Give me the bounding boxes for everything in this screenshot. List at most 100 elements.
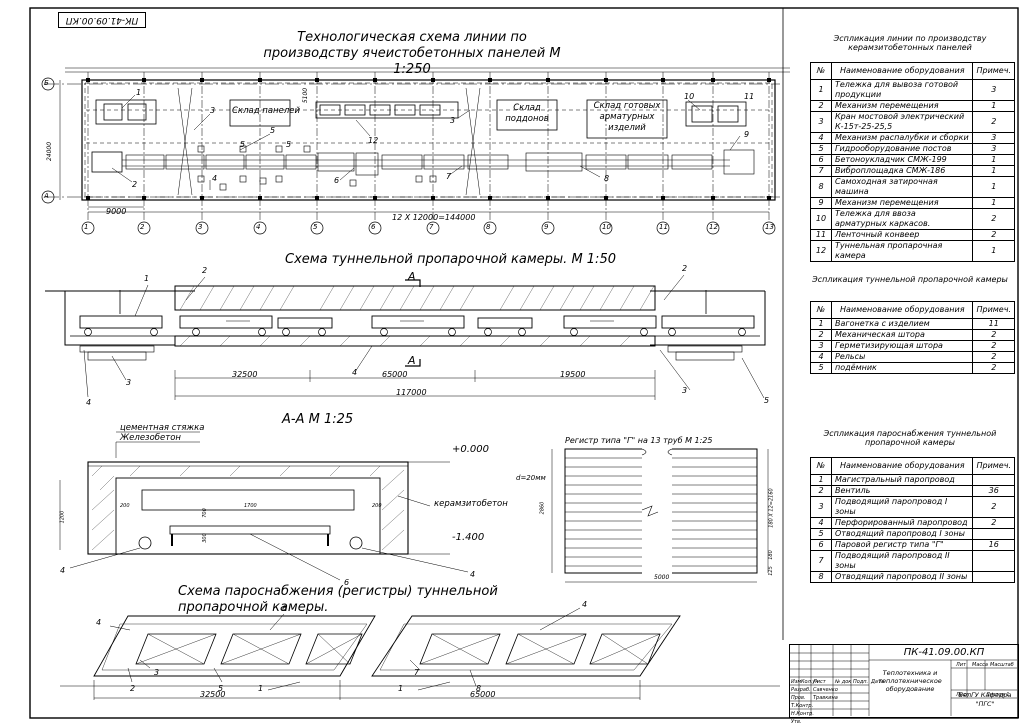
tunnel-marker-3: 2 (682, 264, 688, 273)
table-cell: 5 (810, 143, 832, 155)
table-cell: Отводящий паропровод I зоны (830, 528, 974, 540)
table-cell (972, 571, 1015, 583)
axis-col-9: 9 (544, 223, 549, 231)
table-cell: Механизм перемещения (830, 197, 974, 209)
reg-marker-3: 3 (154, 668, 160, 677)
column-header: Примеч. (972, 62, 1015, 80)
register-dim-b: 125 (767, 566, 774, 576)
table-cell: 2 (972, 517, 1015, 529)
plan-marker-14: 12 (368, 136, 379, 145)
column-header: Наименование оборудования (830, 62, 974, 80)
axis-col-11: 11 (659, 223, 668, 231)
section-marker-2: 4 (470, 570, 476, 579)
sec-dim-4: 700 (201, 508, 208, 518)
table-cell: 16 (972, 539, 1015, 551)
plan-dim-total: 12 X 12000=144000 (392, 213, 476, 222)
table-cell: Герметизирующая штора (830, 340, 974, 352)
tunnel-marker-8: 5 (764, 396, 770, 405)
stamp-role: Н.Контр. (791, 711, 814, 717)
table-cell: Кран мостовой электрический К-15т-25-25,… (830, 111, 974, 133)
spec1-title: Эспликация линии по производству керамзи… (833, 34, 987, 52)
zone-pallets: Склад поддонов (505, 103, 549, 124)
stamp-col: Лист (813, 679, 826, 685)
table-cell: 1 (972, 240, 1015, 262)
stamp-col: Изм (791, 679, 802, 685)
table-cell: 3 (810, 340, 832, 352)
table-cell: Тележка для вывоза готовой продукции (830, 79, 974, 101)
axis-col-8: 8 (486, 223, 491, 231)
table-cell: 36 (972, 485, 1015, 497)
register-d: d=20мм (516, 474, 546, 482)
table-cell: Отводящий паропровод II зоны (830, 571, 974, 583)
tunnel-marker-4: 3 (126, 378, 132, 387)
reg-dim-1: 32500 (200, 690, 226, 699)
zone-panels: Склад панелей (232, 106, 301, 116)
reg-marker-9: 1 (398, 684, 404, 693)
table-cell: 6 (810, 154, 832, 166)
stamp-role: Пров. (791, 695, 806, 701)
reg-marker-10: 8 (476, 684, 482, 693)
table-cell: 5 (810, 362, 832, 374)
column-header: № (810, 301, 832, 319)
table-cell: 1 (810, 318, 832, 330)
table-cell: 2 (972, 208, 1015, 230)
section-marker-1: 4 (60, 566, 66, 575)
table-cell: 11 (972, 318, 1015, 330)
table-cell: Туннельная пропарочная камера (830, 240, 974, 262)
reg-marker-2: 6 (282, 604, 288, 613)
stamp-sheet-header: Масса (972, 662, 988, 668)
axis-col-2: 2 (140, 223, 145, 231)
table-cell: 1 (810, 79, 832, 101)
table-cell: 4 (810, 517, 832, 529)
table-cell: 8 (810, 571, 832, 583)
plan-dim-width: 24000 (46, 141, 54, 162)
stamp-role: Утв. (791, 719, 802, 725)
plan-dim-span: 9000 (106, 207, 127, 216)
spec3-title: Эспликация пароснабжения туннельной проп… (823, 429, 997, 447)
section-mark-bottom: А (408, 354, 416, 367)
label-concrete: Железобетон (120, 433, 181, 443)
tunnel-dim-total: 117000 (396, 388, 427, 397)
table-cell: Бетоноукладчик СМЖ-199 (830, 154, 974, 166)
axis-col-1: 1 (84, 223, 89, 231)
reg-dim-2: 65000 (470, 690, 496, 699)
plan-marker-9: 7 (446, 172, 452, 181)
table-cell (972, 474, 1015, 486)
axis-row-b: Б (44, 79, 49, 87)
table-cell: 10 (810, 208, 832, 230)
axis-col-4: 4 (256, 223, 261, 231)
table-cell: 2 (810, 485, 832, 497)
plan-marker-4: 4 (212, 174, 218, 183)
table-cell: 11 (810, 229, 832, 241)
axis-col-6: 6 (371, 223, 376, 231)
plan-marker-10: 8 (604, 174, 610, 183)
plan-marker-11: 9 (744, 130, 750, 139)
label-screed: цементная стяжка (120, 423, 205, 433)
section-marker-3: 6 (344, 578, 350, 587)
table-cell: Подводящий паропровод I зоны (830, 496, 974, 518)
table-cell: подёмник (830, 362, 974, 374)
tunnel-dim-3: 19500 (560, 370, 586, 379)
plan-marker-13: 11 (744, 92, 755, 101)
stamp-role: Т.Контр. (791, 703, 814, 709)
column-header: № (810, 457, 832, 475)
table-cell: Рельсы (830, 351, 974, 363)
plan-dim-mid: 5100 (302, 87, 310, 104)
table-cell: 3 (972, 132, 1015, 144)
table-cell: 1 (810, 474, 832, 486)
